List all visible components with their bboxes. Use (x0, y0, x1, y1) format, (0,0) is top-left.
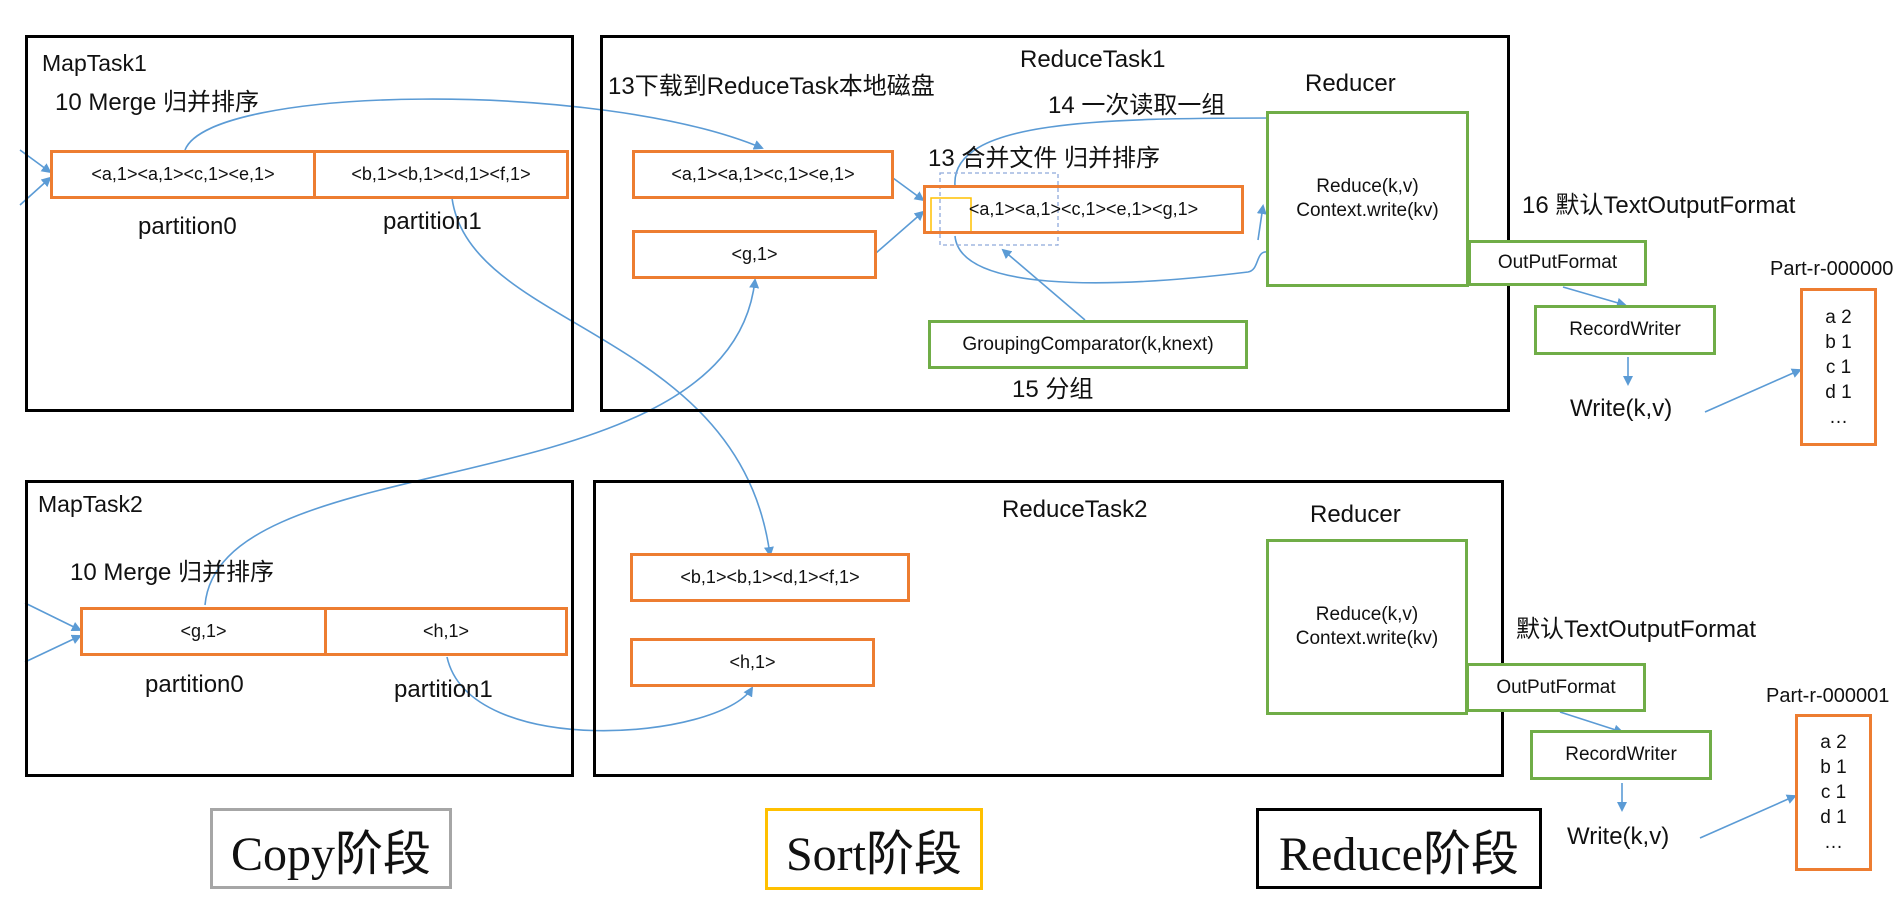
output1-line: b 1 (1825, 331, 1852, 353)
grouping-label: 15 分组 (1012, 376, 1094, 403)
output2-line: c 1 (1820, 782, 1847, 803)
maptask1-partition1-box: <b,1><b,1><d,1><f,1> (313, 150, 569, 199)
output1-recordwriter-box: RecordWriter (1534, 305, 1716, 355)
maptask2-partition0-label: partition0 (145, 671, 244, 698)
maptask1-partition0-label: partition0 (138, 213, 237, 240)
reducetask1-download-label: 13下载到ReduceTask本地磁盘 (608, 73, 935, 100)
output1-write-label: Write(k,v) (1570, 395, 1673, 422)
output2-format-label: 默认TextOutputFormat (1516, 616, 1757, 643)
reducetask2-title: ReduceTask2 (1002, 496, 1148, 523)
sort-stage-label: Sort阶段 (765, 808, 983, 890)
output2-line: b 1 (1820, 757, 1847, 778)
reducer1-context-write: Context.write(kv) (1296, 200, 1439, 221)
reducetask1-box2: <g,1> (632, 230, 877, 279)
maptask2-partition1-label: partition1 (394, 676, 493, 703)
reducer2-title: Reducer (1310, 501, 1401, 528)
reducetask1-merged-box: <a,1><a,1><c,1><e,1><g,1> (923, 185, 1244, 234)
arrow-write2-to-part2 (1699, 794, 1797, 839)
reducetask1-box1: <a,1><a,1><c,1><e,1> (632, 150, 894, 199)
reducer2-box: Reduce(k,v) Context.write(kv) (1266, 539, 1468, 715)
grouping-comparator-box: GroupingComparator(k,knext) (928, 320, 1248, 369)
maptask1-partition0-box: <a,1><a,1><c,1><e,1> (50, 150, 316, 199)
arrow-of2-to-rw2 (1559, 711, 1624, 735)
reducer2-reduce-call: Reduce(k,v) (1315, 604, 1419, 626)
maptask1-frame (25, 35, 574, 412)
output1-line: … (1828, 406, 1848, 428)
reducetask2-box2: <h,1> (630, 638, 875, 687)
reducer1-box: Reduce(k,v) Context.write(kv) (1266, 111, 1469, 287)
output1-line: c 1 (1825, 356, 1852, 378)
output2-write-label: Write(k,v) (1567, 823, 1670, 850)
reducetask2-frame (593, 480, 1504, 777)
output2-file-name: Part-r-000001 (1766, 685, 1890, 707)
maptask2-merge-label: 10 Merge 归并排序 (70, 559, 275, 586)
maptask2-title: MapTask2 (38, 491, 143, 517)
output2-file-box: a 2 b 1 c 1 d 1 … (1795, 714, 1872, 871)
reducetask2-box1: <b,1><b,1><d,1><f,1> (630, 553, 910, 602)
reducer1-title: Reducer (1305, 70, 1396, 97)
output2-line: … (1823, 832, 1843, 853)
output2-line: d 1 (1820, 807, 1847, 828)
output1-format-label: 16 默认TextOutputFormat (1522, 192, 1796, 219)
reducetask1-merge-file-label: 13 合并文件 归并排序 (928, 145, 1161, 172)
output1-outputformat-box: OutPutFormat (1468, 240, 1647, 286)
maptask2-partition0-box: <g,1> (80, 607, 327, 656)
maptask1-partition1-label: partition1 (383, 208, 482, 235)
reducetask1-read-group-label: 14 一次读取一组 (1048, 92, 1226, 119)
output1-line: a 2 (1825, 306, 1852, 328)
output2-line: a 2 (1820, 732, 1847, 753)
reduce-stage-label: Reduce阶段 (1256, 808, 1542, 889)
reducetask1-frame (600, 35, 1510, 412)
output1-file-box: a 2 b 1 c 1 d 1 … (1800, 288, 1877, 446)
output1-file-name: Part-r-000000 (1770, 258, 1894, 280)
arrow-of1-to-rw1 (1562, 286, 1627, 308)
copy-stage-label: Copy阶段 (210, 808, 452, 889)
reducer1-reduce-call: Reduce(k,v) (1316, 176, 1419, 198)
maptask2-frame (25, 480, 574, 777)
maptask1-title: MapTask1 (42, 50, 147, 76)
maptask1-merge-label: 10 Merge 归并排序 (55, 89, 260, 116)
output2-recordwriter-box: RecordWriter (1530, 730, 1712, 780)
output1-line: d 1 (1825, 381, 1852, 403)
arrow-write1-to-part1 (1704, 368, 1802, 413)
reducetask1-title: ReduceTask1 (1020, 46, 1166, 73)
reducer2-context-write: Context.write(kv) (1295, 628, 1439, 649)
output2-outputformat-box: OutPutFormat (1466, 663, 1646, 712)
maptask2-partition1-box: <h,1> (324, 607, 568, 656)
